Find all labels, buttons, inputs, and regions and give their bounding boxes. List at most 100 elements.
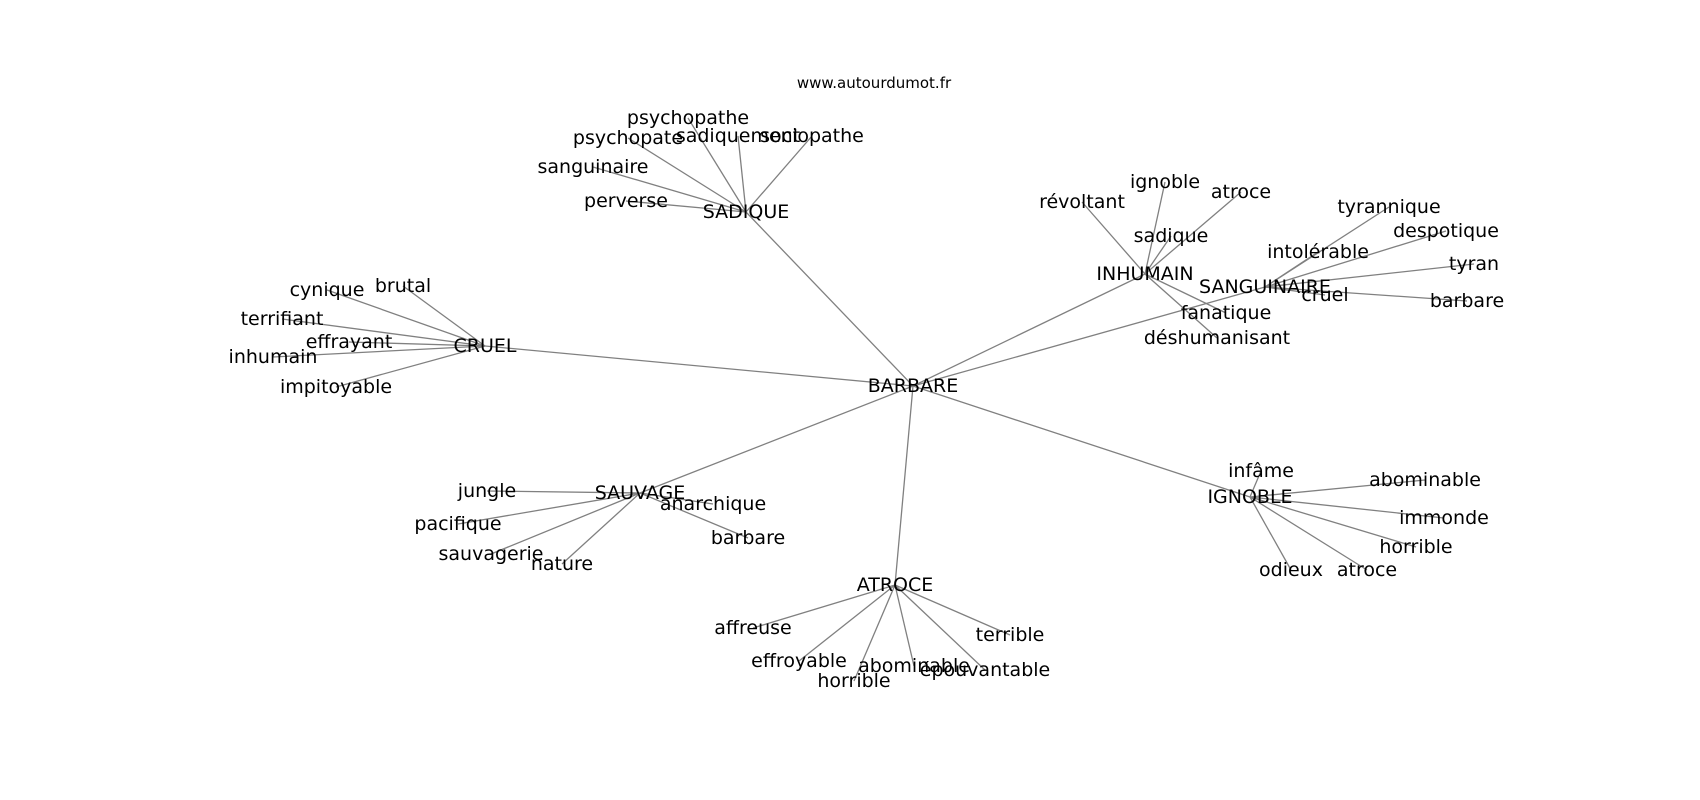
edge-center-sauvage <box>639 385 914 494</box>
edge-sanguinaire-word <box>1264 251 1319 288</box>
group-node-label: ATROCE <box>857 574 934 596</box>
group-node-label: SADIQUE <box>703 201 790 223</box>
edge-cruel-word <box>272 345 486 358</box>
edge-ignoble-word <box>1249 496 1445 519</box>
word-node-label: sadique <box>1134 225 1209 247</box>
edge-center-cruel <box>484 345 914 387</box>
edge-inhumain-word <box>1144 235 1172 275</box>
edge-inhumain-word <box>1144 273 1218 339</box>
word-node-label: odieux <box>1259 559 1323 581</box>
edge-ignoble-word <box>1249 479 1426 498</box>
word-node-label: inhumain <box>229 346 318 368</box>
word-node-label: psychopate <box>573 127 683 149</box>
edge-cruel-word <box>402 285 486 347</box>
group-node-label: SAUVAGE <box>595 482 686 504</box>
graph-edges <box>272 117 1475 682</box>
edge-inhumain-word <box>1144 273 1227 314</box>
word-node-label: immonde <box>1399 507 1489 529</box>
edge-cruel-word <box>281 318 486 347</box>
group-node-label: INHUMAIN <box>1096 263 1193 285</box>
group-node-label: SANGUINAIRE <box>1199 276 1331 298</box>
edge-center-sanguinaire <box>912 286 1266 387</box>
edge-sauvage-word <box>490 492 641 555</box>
word-node-label: despotique <box>1393 220 1499 242</box>
edge-center-atroce <box>894 385 914 586</box>
edge-atroce-word <box>853 584 896 682</box>
word-node-label: ignoble <box>1130 171 1200 193</box>
word-node-label: psychopathe <box>627 107 749 129</box>
edge-ignoble-word <box>1249 496 1292 571</box>
word-node-label: cruel <box>1301 284 1348 306</box>
word-node-label: barbare <box>1430 290 1504 312</box>
word-node-label: sadiquement <box>676 125 800 147</box>
edge-ignoble-word <box>1249 496 1417 548</box>
word-node-label: fanatique <box>1181 302 1272 324</box>
edge-sadique-word <box>592 166 747 213</box>
word-node-label: sauvagerie <box>438 543 543 565</box>
edge-atroce-word <box>752 584 896 629</box>
group-node-label: CRUEL <box>454 335 517 357</box>
edge-atroce-word <box>894 584 915 667</box>
edge-ignoble-word <box>1249 470 1262 498</box>
word-node-label: impitoyable <box>280 376 392 398</box>
word-node-label: atroce <box>1211 181 1271 203</box>
edge-cruel-word <box>335 345 486 388</box>
word-node-label: horrible <box>1379 536 1452 558</box>
edge-sadique-word <box>745 135 813 213</box>
site-watermark: www.autourdumot.fr <box>797 74 952 92</box>
center-node-label: BARBARE <box>868 375 958 397</box>
word-node-label: nature <box>531 553 593 575</box>
edge-atroce-word <box>894 584 1011 636</box>
edge-cruel-word <box>326 289 486 347</box>
word-node-label: révoltant <box>1039 191 1125 213</box>
word-node-label: effroyable <box>751 650 847 672</box>
word-node-label: tyrannique <box>1337 196 1440 218</box>
edge-atroce-word <box>894 584 986 671</box>
edge-center-inhumain <box>912 273 1146 387</box>
edge-sadique-word <box>625 200 747 213</box>
word-node-label: cynique <box>290 279 365 301</box>
edge-sadique-word <box>627 137 747 213</box>
group-node-label: IGNOBLE <box>1207 486 1292 508</box>
edge-sauvage-word <box>639 492 749 539</box>
word-node-label: terrifiant <box>241 308 324 330</box>
word-node-label: horrible <box>817 670 890 692</box>
word-node-label: perverse <box>584 190 668 212</box>
edge-inhumain-word <box>1144 181 1166 275</box>
word-node-label: épouvantable <box>920 659 1050 681</box>
edge-sauvage-word <box>457 492 641 525</box>
word-node-label: brutal <box>375 275 431 297</box>
word-node-label: pacifique <box>414 513 501 535</box>
edge-sauvage-word <box>639 492 714 505</box>
edge-sadique-word <box>737 135 747 213</box>
word-node-label: sanguinaire <box>537 156 648 178</box>
word-node-label: déshumanisant <box>1144 327 1290 349</box>
word-node-label: abominable <box>1369 469 1481 491</box>
word-node-label: effrayant <box>306 331 393 353</box>
word-node-label: barbare <box>711 527 785 549</box>
edge-sanguinaire-word <box>1264 286 1468 302</box>
edge-sauvage-word <box>486 490 641 494</box>
graph-labels: www.autourdumot.fr BARBARE SADIQUE psychop… <box>229 74 1505 692</box>
word-node-label: tyran <box>1449 253 1499 275</box>
word-node-label: abominable <box>858 655 970 677</box>
edge-ignoble-word <box>1249 496 1368 571</box>
word-node-label: jungle <box>457 480 516 502</box>
edge-atroce-word <box>798 584 896 662</box>
edge-sauvage-word <box>561 492 641 565</box>
word-node-label: sociopathe <box>760 125 864 147</box>
edge-sanguinaire-word <box>1264 263 1475 288</box>
edge-center-sadique <box>745 211 914 387</box>
word-node-label: affreuse <box>714 617 791 639</box>
edge-inhumain-word <box>1144 191 1242 275</box>
word-node-label: anarchique <box>660 493 766 515</box>
word-node-label: intolérable <box>1267 241 1369 263</box>
word-node-label: terrible <box>976 624 1045 646</box>
word-node-label: infâme <box>1228 460 1294 482</box>
edge-sanguinaire-word <box>1264 230 1447 288</box>
edge-inhumain-word <box>1081 201 1146 275</box>
word-node-label: atroce <box>1337 559 1397 581</box>
edge-center-ignoble <box>912 385 1251 498</box>
edge-cruel-word <box>348 341 486 347</box>
